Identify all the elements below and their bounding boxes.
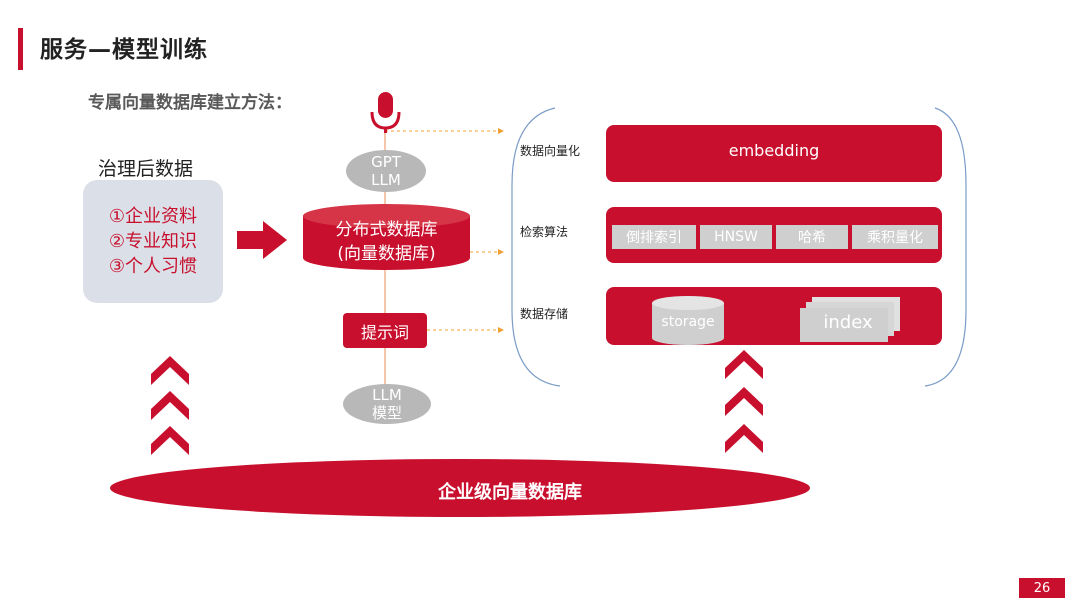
index-stack-icon (800, 297, 900, 342)
index-text: index (823, 312, 873, 333)
source-item: ②专业知识 (108, 231, 198, 252)
stage-label-vectorize: 数据向量化 (520, 144, 581, 158)
distributed-db-cylinder (303, 204, 470, 270)
distributed-db-label: 分布式数据库 (向量数据库) (303, 218, 470, 266)
embedding-text: embedding (728, 141, 820, 160)
left-bracket (511, 107, 561, 387)
llm-model-line2: 模型 (371, 404, 402, 422)
llm-model-node: LLM 模型 (343, 384, 431, 424)
source-item: ①企业资料 (108, 206, 198, 227)
page-number: 26 (1019, 578, 1065, 598)
algo-hnsw: HNSW (700, 225, 772, 249)
stage-label-storage: 数据存储 (520, 307, 569, 321)
chevron-up-icon (151, 356, 189, 455)
llm-model-line1: LLM (372, 386, 402, 404)
enterprise-vector-db-label: 企业级向量数据库 (438, 482, 582, 503)
db-label-line1: 分布式数据库 (335, 220, 438, 240)
title-accent-bar (18, 28, 23, 70)
storage-cylinder (652, 296, 724, 345)
gpt-llm-node: GPT LLM (346, 150, 426, 192)
llm-label: LLM (371, 171, 401, 189)
page-subtitle: 专属向量数据库建立方法： (88, 93, 292, 113)
source-data-title: 治理后数据 (98, 158, 194, 180)
db-label-line2: (向量数据库) (337, 244, 436, 264)
embedding-panel (606, 125, 942, 182)
gpt-label: GPT (371, 153, 401, 171)
right-arrow-icon (237, 221, 287, 259)
page-title: 服务—模型训练 (40, 37, 208, 63)
algo-hash: 哈希 (776, 225, 848, 249)
base-ellipse (110, 459, 810, 517)
algo-inverted-index: 倒排索引 (612, 225, 696, 249)
stage-label-retrieval: 检索算法 (520, 225, 569, 239)
source-item: ③个人习惯 (108, 256, 198, 277)
prompt-node: 提示词 (343, 313, 427, 348)
storage-text: storage (661, 314, 715, 330)
right-bracket (924, 107, 967, 387)
microphone-icon (370, 92, 401, 133)
chevron-up-icon (725, 350, 763, 453)
source-data-box: ①企业资料 ②专业知识 ③个人习惯 (83, 180, 223, 303)
algo-product-quantization: 乘积量化 (852, 225, 938, 249)
